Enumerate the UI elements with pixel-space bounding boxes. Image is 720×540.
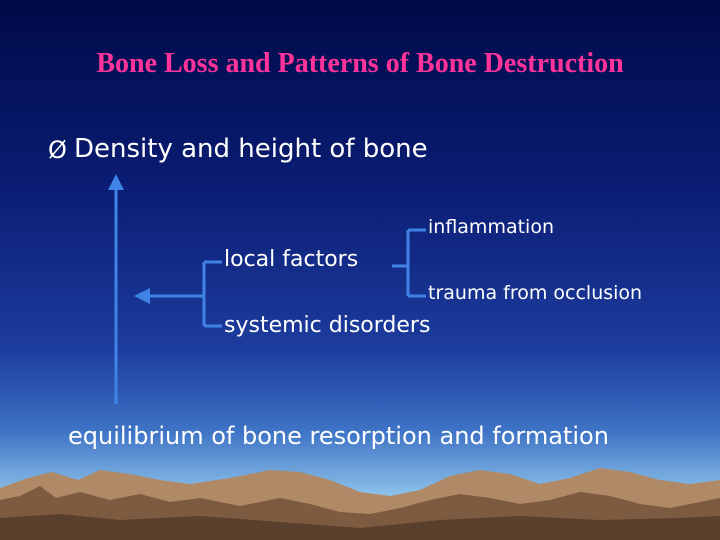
local-factors-label: local factors xyxy=(224,247,358,272)
bullet-text: Density and height of bone xyxy=(74,134,428,164)
trauma-label: trauma from occlusion xyxy=(428,282,642,304)
left-arrow-head xyxy=(134,288,150,304)
equilibrium-label: equilibrium of bone resorption and forma… xyxy=(68,422,609,450)
inflammation-label: inflammation xyxy=(428,216,554,238)
up-arrow-head xyxy=(108,174,124,190)
systemic-disorders-label: systemic disorders xyxy=(224,313,430,338)
slide-title: Bone Loss and Patterns of Bone Destructi… xyxy=(0,48,720,80)
bullet-arrow-icon: Ø xyxy=(48,136,67,164)
